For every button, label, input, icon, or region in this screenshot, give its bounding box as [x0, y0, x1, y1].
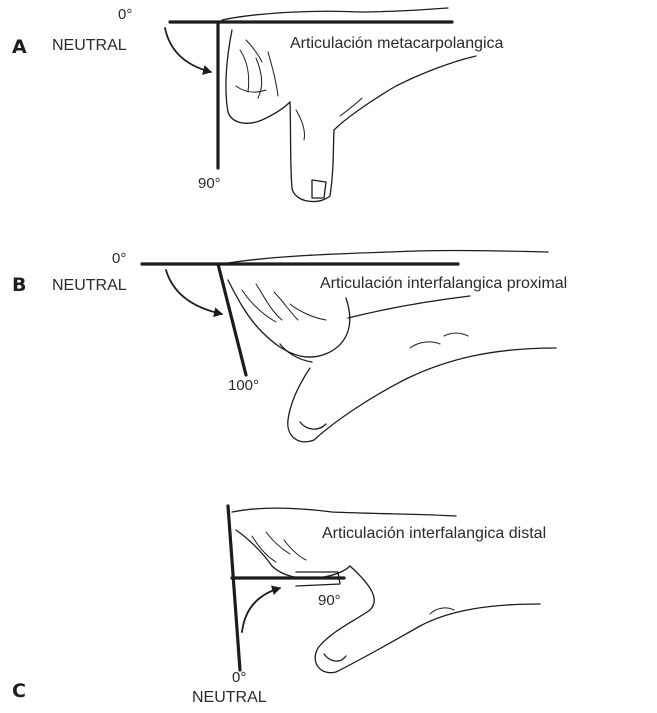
panel-c-neutral-line: [228, 506, 240, 670]
panel-a-letter: A: [12, 38, 27, 57]
panel-c-joint-label: Articulación interfalangica distal: [322, 526, 546, 542]
panel-c-letter: C: [12, 682, 26, 701]
panel-a-neutral-angle: 0°: [118, 7, 132, 22]
panel-b-angle-arrow: [166, 270, 222, 314]
panel-a-flexion-angle: 90°: [198, 176, 221, 191]
panel-a-angle-arrow: [165, 28, 211, 72]
panel-a-neutral-label: NEUTRAL: [52, 38, 127, 54]
panel-c-flexion-angle: 90°: [318, 593, 341, 608]
panel-b-flexion-angle: 100°: [228, 378, 259, 393]
panel-c-neutral-angle: 0°: [232, 670, 246, 685]
panel-c-angle-arrow: [242, 588, 280, 632]
panel-b-neutral-angle: 0°: [112, 251, 126, 266]
panel-b-flexion-line: [218, 264, 246, 375]
panel-c-neutral-label: NEUTRAL: [192, 690, 267, 706]
panel-b-joint-label: Articulación interfalangica proximal: [320, 276, 567, 292]
panel-b-letter: B: [12, 276, 26, 295]
panel-b-neutral-label: NEUTRAL: [52, 278, 127, 294]
panel-a-joint-label: Articulación metacarpolangica: [290, 36, 503, 52]
